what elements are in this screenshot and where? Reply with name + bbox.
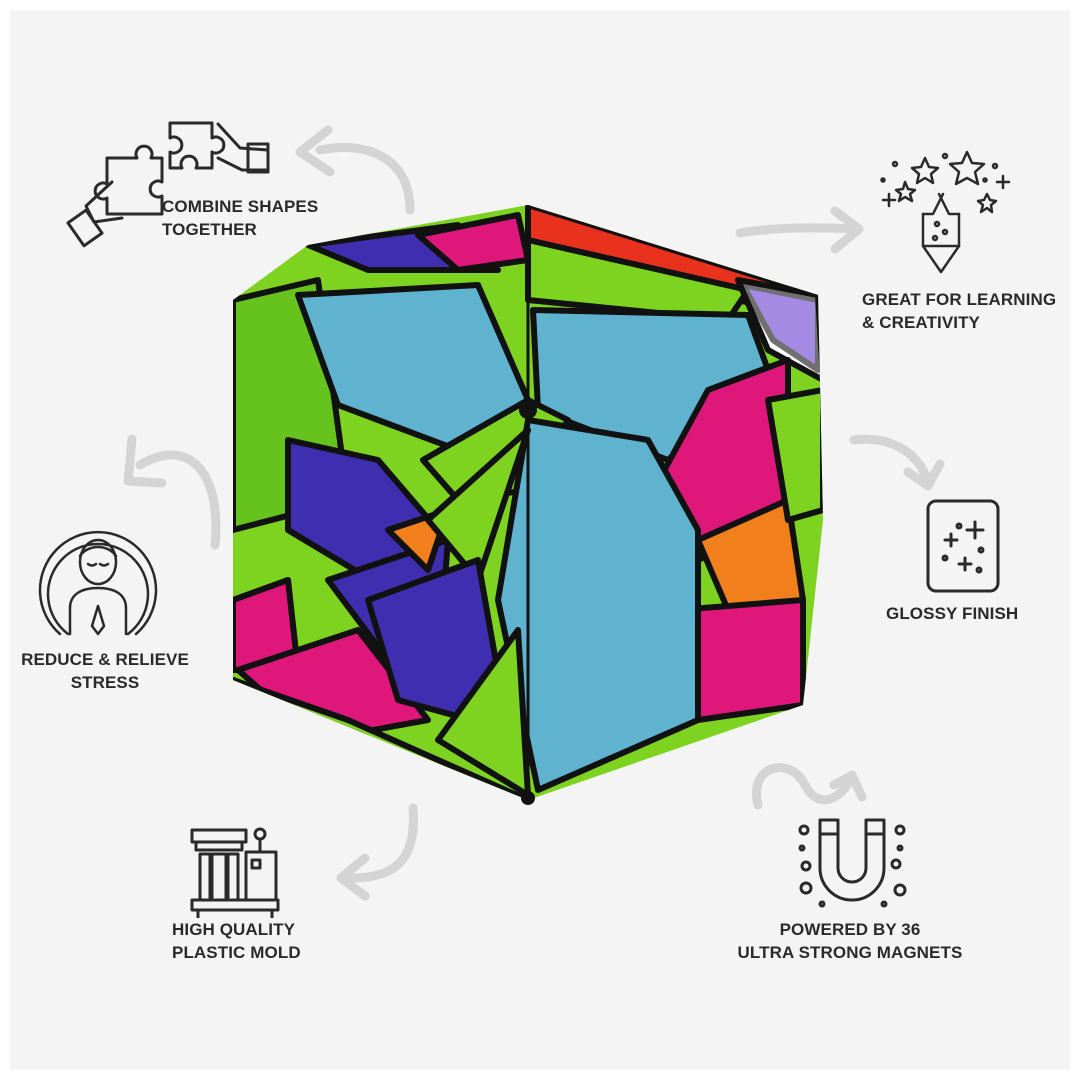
feature-magnets-line2: ULTRA STRONG MAGNETS	[737, 943, 963, 962]
feature-stress-line1: REDUCE & RELIEVE	[21, 650, 189, 669]
feature-stress-line2: STRESS	[70, 673, 140, 692]
arrow-glossy	[849, 434, 945, 491]
feature-glossy-finish: GLOSSY FINISH	[886, 602, 1018, 625]
arrow-learning	[735, 206, 864, 254]
feature-combine-line1: COMBINE SHAPES	[162, 197, 319, 216]
shape-shifting-cube-image	[233, 205, 823, 805]
arrow-combine	[295, 125, 415, 215]
arrow-stress	[123, 434, 221, 550]
magnet-icon	[798, 818, 907, 908]
pencil-sparkle-icon	[880, 150, 1011, 274]
feature-mold-line2: PLASTIC MOLD	[172, 943, 301, 962]
feature-mold-line1: HIGH QUALITY	[172, 920, 296, 939]
feature-combine-line2: TOGETHER	[162, 220, 257, 239]
arrow-mold	[336, 803, 418, 901]
meditation-icon	[38, 531, 158, 636]
feature-glossy-line1: GLOSSY FINISH	[886, 604, 1019, 623]
feature-combine-shapes: COMBINE SHAPES TOGETHER	[162, 195, 318, 241]
puzzle-hands-icon	[66, 121, 270, 248]
sparkle-card-icon	[926, 499, 1000, 593]
feature-plastic-mold: HIGH QUALITY PLASTIC MOLD	[172, 918, 301, 964]
mold-machine-icon	[190, 827, 280, 918]
feature-magnets: POWERED BY 36 ULTRA STRONG MAGNETS	[724, 918, 976, 964]
feature-learning-creativity: GREAT FOR LEARNING & CREATIVITY	[862, 288, 1056, 334]
feature-learning-line1: GREAT FOR LEARNING	[862, 290, 1057, 309]
feature-learning-line2: & CREATIVITY	[862, 313, 981, 332]
feature-reduce-stress: REDUCE & RELIEVE STRESS	[14, 648, 196, 694]
feature-magnets-line1: POWERED BY 36	[779, 920, 921, 939]
arrow-magnets	[752, 763, 867, 810]
